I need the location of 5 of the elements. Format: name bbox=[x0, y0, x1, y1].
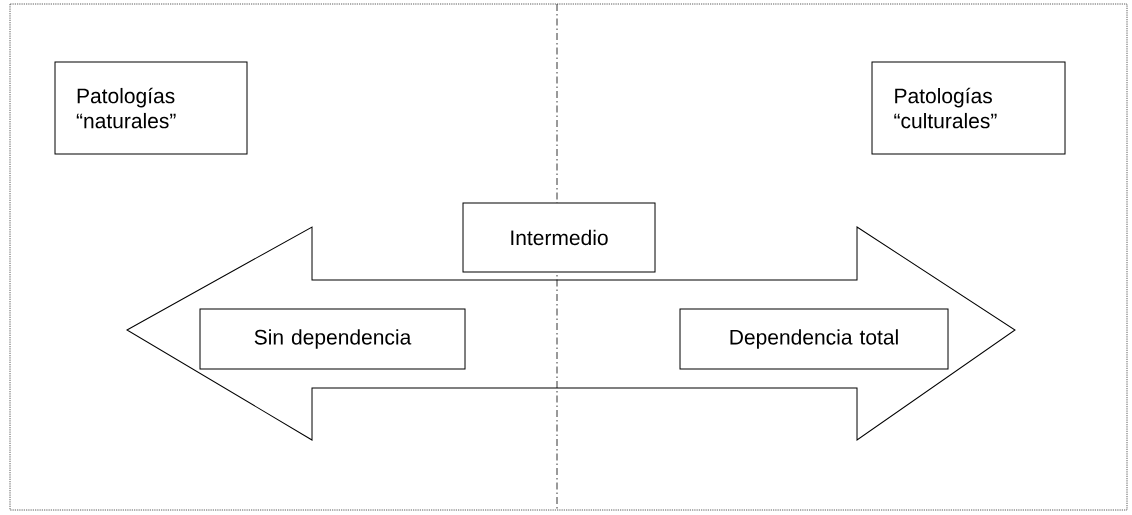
text-box: Intermedio bbox=[462, 202, 656, 273]
text-box: Dependencia total bbox=[679, 308, 949, 370]
text-box: Sin dependencia bbox=[199, 308, 466, 370]
text-box: Patologías “culturales” bbox=[871, 61, 1066, 155]
text-box: Patologías “naturales” bbox=[54, 61, 248, 155]
